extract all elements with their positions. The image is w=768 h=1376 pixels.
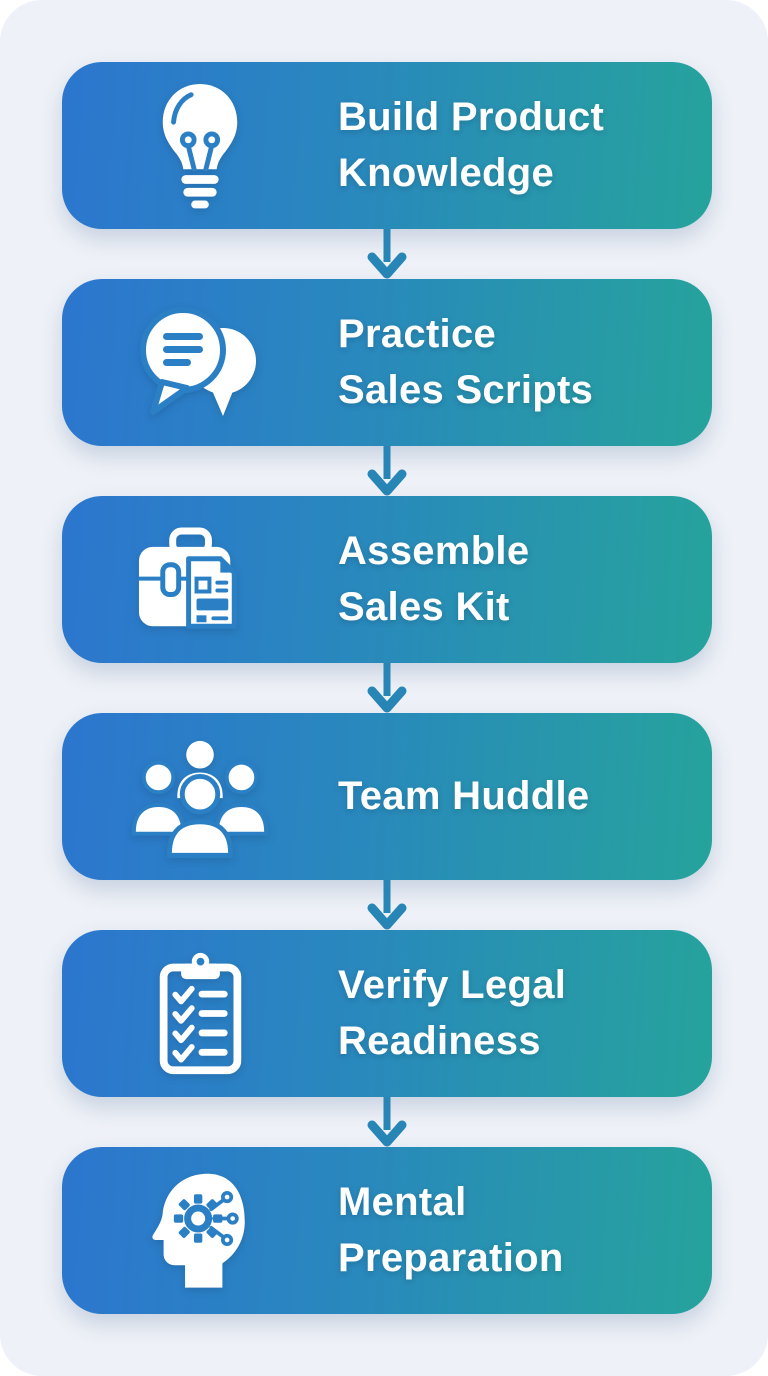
flow-connector bbox=[62, 229, 712, 279]
team-icon bbox=[131, 740, 269, 858]
step-label: Team Huddle bbox=[338, 773, 590, 818]
step-card-verify-legal-readiness: Verify Legal Readiness bbox=[62, 930, 712, 1097]
step-card-team-huddle: Team Huddle bbox=[62, 713, 712, 880]
flow-connector bbox=[62, 880, 712, 930]
down-arrow-icon bbox=[367, 446, 407, 496]
step-label: Practice Sales Scripts bbox=[338, 312, 594, 412]
step-card-assemble-sales-kit: Assemble Sales Kit bbox=[62, 496, 712, 663]
flow-connector bbox=[62, 663, 712, 713]
clipboard-checklist-icon bbox=[159, 953, 241, 1075]
step-card-practice-sales-scripts: Practice Sales Scripts bbox=[62, 279, 712, 446]
step-icon-box bbox=[62, 1170, 338, 1291]
step-label: Mental Preparation bbox=[338, 1180, 564, 1280]
down-arrow-icon bbox=[367, 1097, 407, 1147]
step-label: Verify Legal Readiness bbox=[338, 963, 567, 1063]
lightbulb-icon bbox=[162, 83, 238, 209]
chat-bubbles-icon bbox=[140, 306, 256, 416]
down-arrow-icon bbox=[367, 663, 407, 713]
step-icon-box bbox=[62, 304, 338, 422]
down-arrow-icon bbox=[367, 229, 407, 279]
flow-connector bbox=[62, 1097, 712, 1147]
flow-connector bbox=[62, 446, 712, 496]
step-label: Build Product Knowledge bbox=[338, 95, 605, 195]
step-icon-box bbox=[62, 950, 338, 1076]
step-card-mental-preparation: Mental Preparation bbox=[62, 1147, 712, 1314]
step-card-build-product-knowledge: Build Product Knowledge bbox=[62, 62, 712, 229]
step-label: Assemble Sales Kit bbox=[338, 529, 530, 629]
step-icon-box bbox=[62, 735, 338, 858]
flowchart: Build Product Knowledge Pr bbox=[62, 62, 712, 1314]
step-icon-box bbox=[62, 527, 338, 632]
step-icon-box bbox=[62, 81, 338, 210]
briefcase-document-icon bbox=[138, 527, 237, 629]
down-arrow-icon bbox=[367, 880, 407, 930]
head-gear-icon bbox=[152, 1173, 245, 1288]
